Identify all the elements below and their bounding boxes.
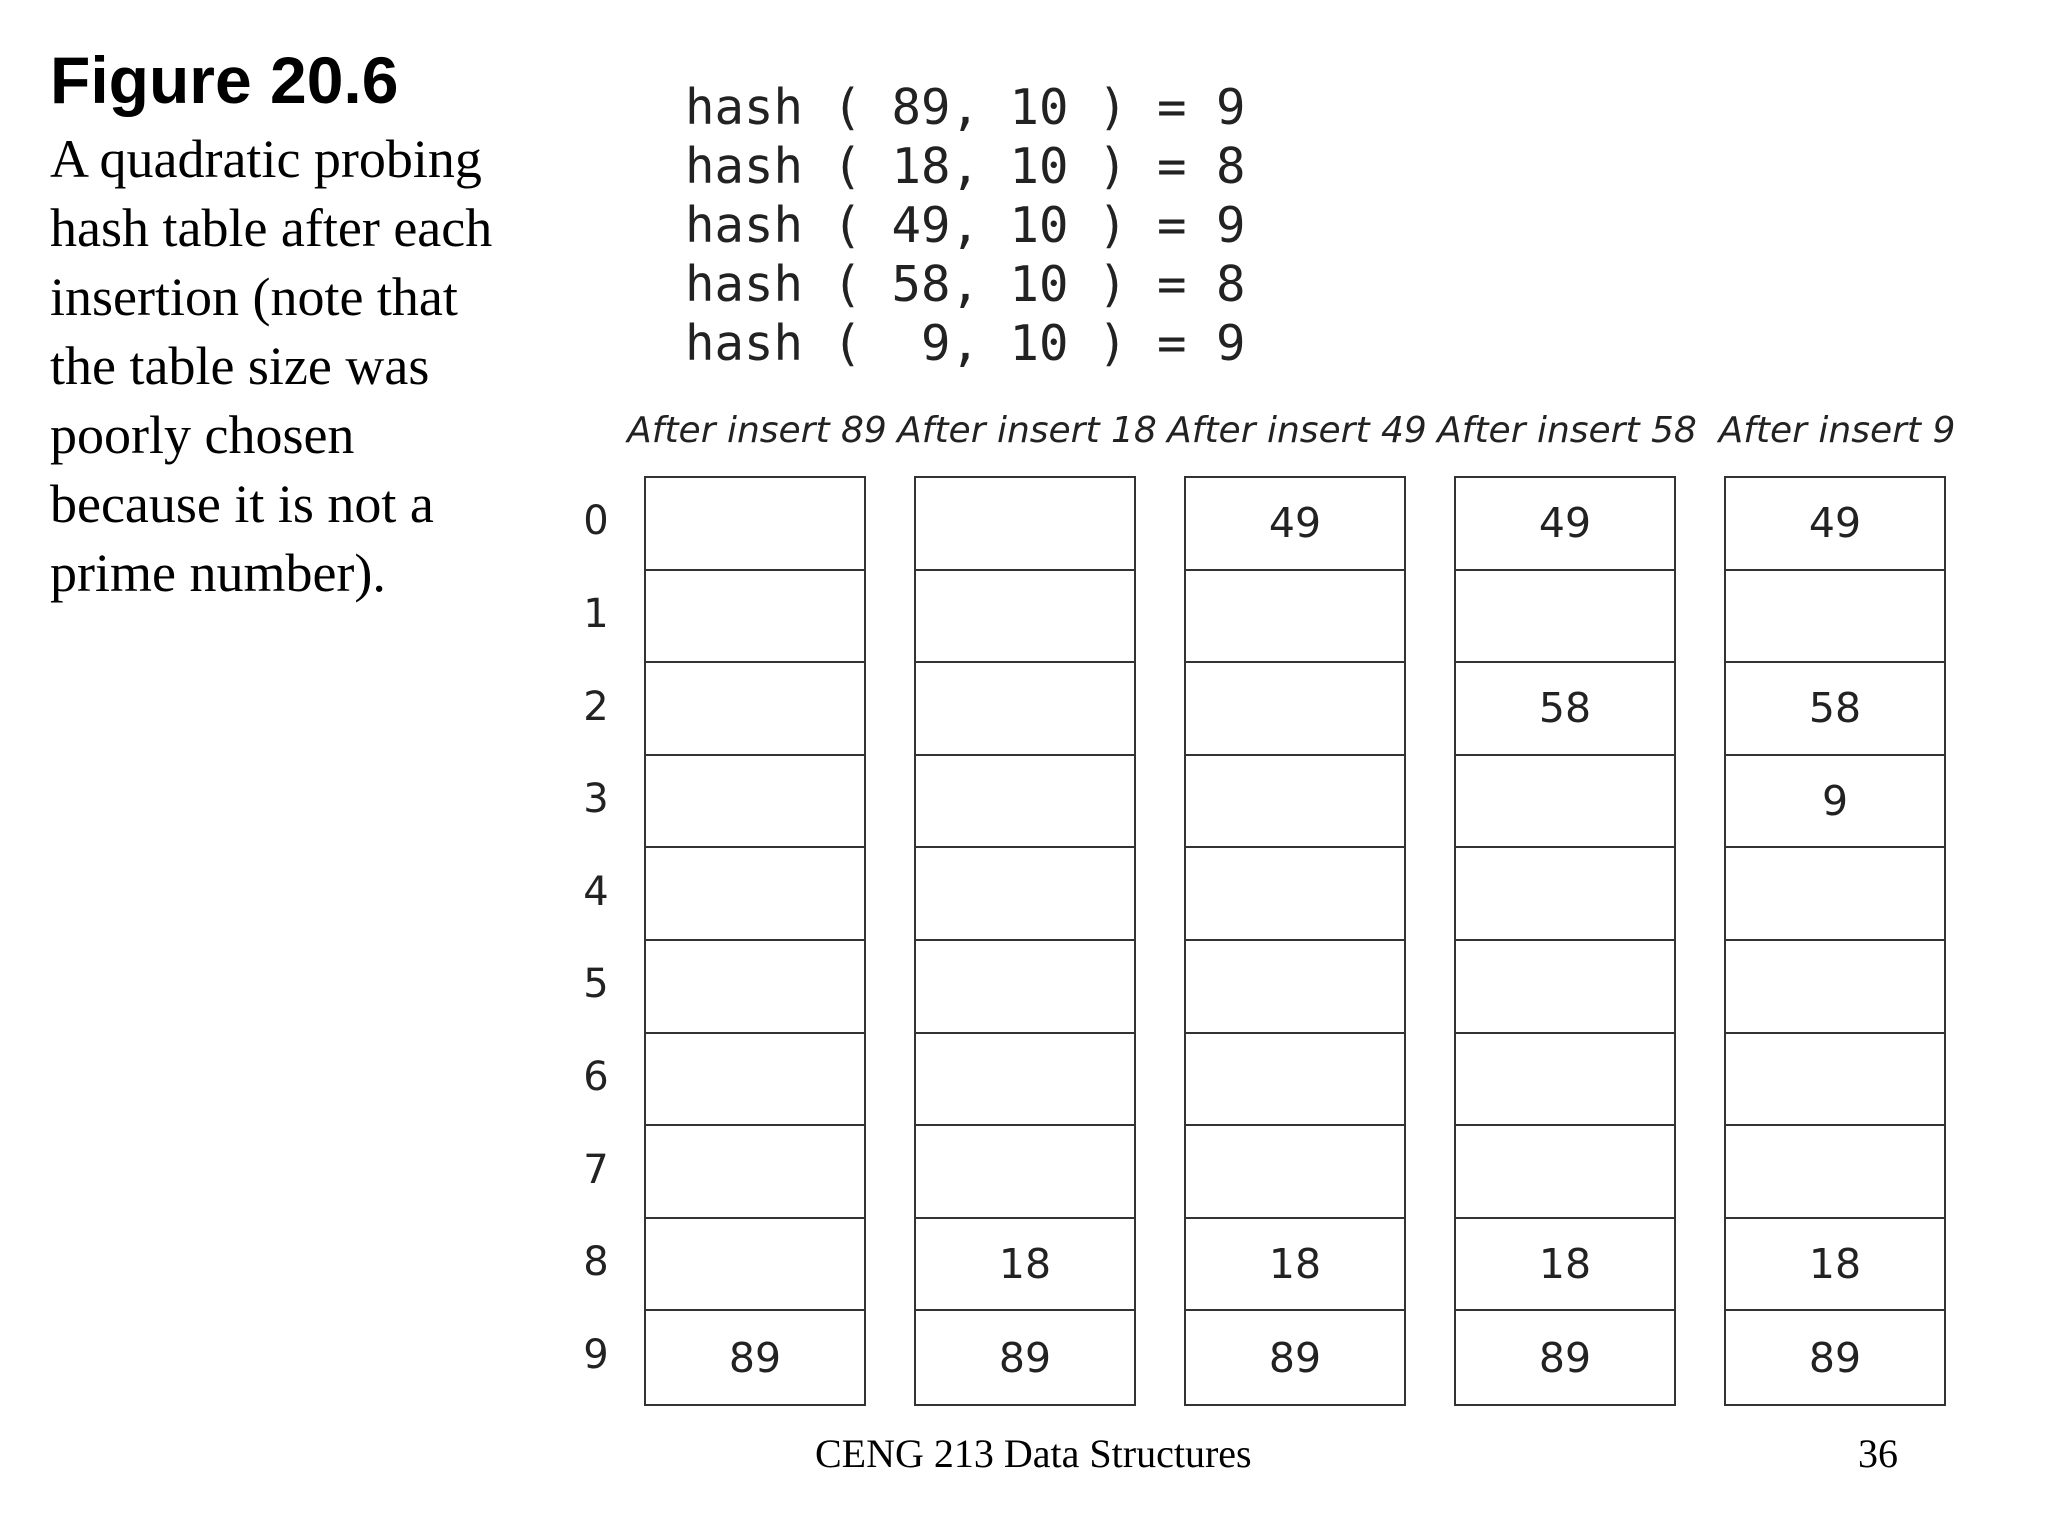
row-index: 6 [583,1054,609,1100]
table-cell [916,663,1134,756]
table-cell: 89 [1268,1333,1322,1382]
table-cell [916,756,1134,849]
caption-line: poorly chosen [50,405,355,465]
hash-table: 18 89 [914,476,1136,1406]
footer-page-number: 36 [1858,1431,1898,1476]
caption-line: the table size was [50,336,430,396]
table-cell [646,1126,864,1219]
table-cell: 89 [728,1333,782,1382]
table-cell [646,1034,864,1127]
table-cell [916,1034,1134,1127]
caption-line: hash table after each [50,198,493,258]
table-cell [1456,848,1674,941]
table-label: After insert 89 [627,410,887,451]
table-cell [1186,941,1404,1034]
table-cell: 58 [1726,663,1944,756]
table-cell: 18 [916,1219,1134,1312]
table-cell [1726,571,1944,664]
table-cell [646,571,864,664]
row-index: 3 [583,776,609,822]
table-cell: 89 [998,1333,1052,1382]
caption-line: prime number). [50,543,386,603]
row-index: 0 [583,498,609,544]
caption-line: because it is not a [50,474,434,534]
table-cell: 9 [1726,756,1944,849]
row-index: 8 [583,1239,609,1285]
row-index: 4 [583,869,609,915]
table-cell [1186,1126,1404,1219]
table-cell [1186,848,1404,941]
table-label: After insert 49 [1167,410,1427,451]
table-label: After insert 9 [1718,410,1956,451]
table-cell: 89 [1808,1333,1862,1382]
row-index: 7 [583,1147,609,1193]
table-cell [1186,571,1404,664]
hash-line: hash ( 89, 10 ) = 9 [685,79,1246,136]
caption-line: insertion (note that [50,267,458,327]
table-cell: 49 [1726,478,1944,571]
table-cell [1726,941,1944,1034]
caption-line: A quadratic probing [50,129,482,189]
row-index: 5 [583,961,609,1007]
hash-line: hash ( 18, 10 ) = 8 [685,138,1246,195]
table-cell [646,663,864,756]
table-label: After insert 18 [897,410,1157,451]
hash-table: 89 [644,476,866,1406]
footer-course-title: CENG 213 Data Structures [815,1431,1252,1476]
row-index: 9 [583,1332,609,1378]
table-cell: 18 [1726,1219,1944,1312]
hash-line: hash ( 49, 10 ) = 9 [685,197,1246,254]
table-cell [1456,941,1674,1034]
table-cell: 89 [1538,1333,1592,1382]
table-cell [1726,1034,1944,1127]
hash-table: 49 58 9 18 89 [1724,476,1946,1406]
table-cell [1186,1034,1404,1127]
table-cell [646,478,864,571]
table-cell [1456,1126,1674,1219]
table-cell [916,941,1134,1034]
table-cell [1186,756,1404,849]
hash-function-list: hash ( 89, 10 ) = 9 hash ( 18, 10 ) = 8 … [685,78,1246,373]
table-cell [646,756,864,849]
table-cell [1186,663,1404,756]
table-cell [1456,756,1674,849]
hash-line: hash ( 58, 10 ) = 8 [685,256,1246,313]
row-index: 2 [583,684,609,730]
table-cell [1456,571,1674,664]
table-cell: 18 [1456,1219,1674,1312]
table-label: After insert 58 [1437,410,1697,451]
table-cell [1456,1034,1674,1127]
table-cell [1726,848,1944,941]
table-cell [646,848,864,941]
table-cell [916,848,1134,941]
table-cell [916,1126,1134,1219]
figure-caption: A quadratic probing hash table after eac… [50,125,540,608]
table-cell: 49 [1186,478,1404,571]
table-cell [916,478,1134,571]
figure-title: Figure 20.6 [50,43,399,117]
table-cell [646,941,864,1034]
hash-table: 49 58 18 89 [1454,476,1676,1406]
table-cell: 58 [1456,663,1674,756]
table-cell [646,1219,864,1312]
hash-line: hash ( 9, 10 ) = 9 [685,315,1246,372]
row-index: 1 [583,591,609,637]
hash-table: 49 18 89 [1184,476,1406,1406]
table-cell: 18 [1186,1219,1404,1312]
table-cell [916,571,1134,664]
table-cell [1726,1126,1944,1219]
table-cell: 49 [1456,478,1674,571]
